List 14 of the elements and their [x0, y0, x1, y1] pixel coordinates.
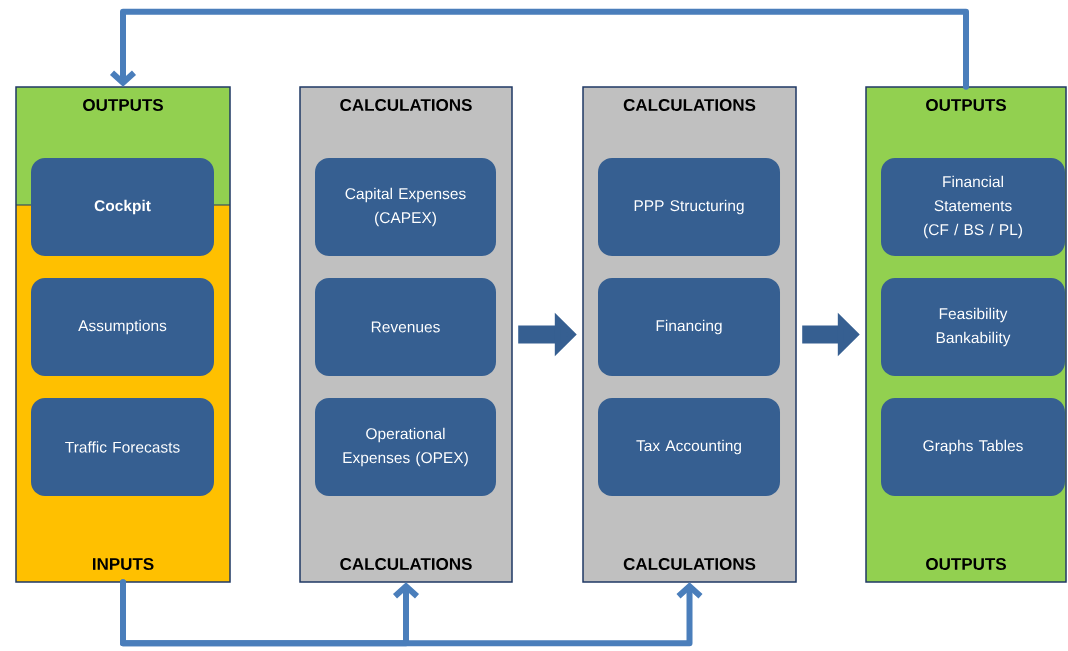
- process-box: Traffic Forecasts: [31, 398, 214, 496]
- process-box: Assumptions: [31, 278, 214, 376]
- process-box: Financial Statements (CF / BS / PL): [881, 158, 1065, 256]
- arrow: [120, 579, 703, 647]
- process-box: Cockpit: [31, 158, 214, 256]
- process-box: Tax Accounting: [598, 398, 780, 496]
- process-box: Feasibility Bankability: [881, 278, 1065, 376]
- process-box: Capital Expenses (CAPEX): [315, 158, 496, 256]
- process-box: Graphs Tables: [881, 398, 1065, 496]
- process-box: Revenues: [315, 278, 496, 376]
- process-box: Financing: [598, 278, 780, 376]
- process-box: PPP Structuring: [598, 158, 780, 256]
- process-box: Operational Expenses (OPEX): [315, 398, 496, 496]
- arrow: [110, 8, 969, 90]
